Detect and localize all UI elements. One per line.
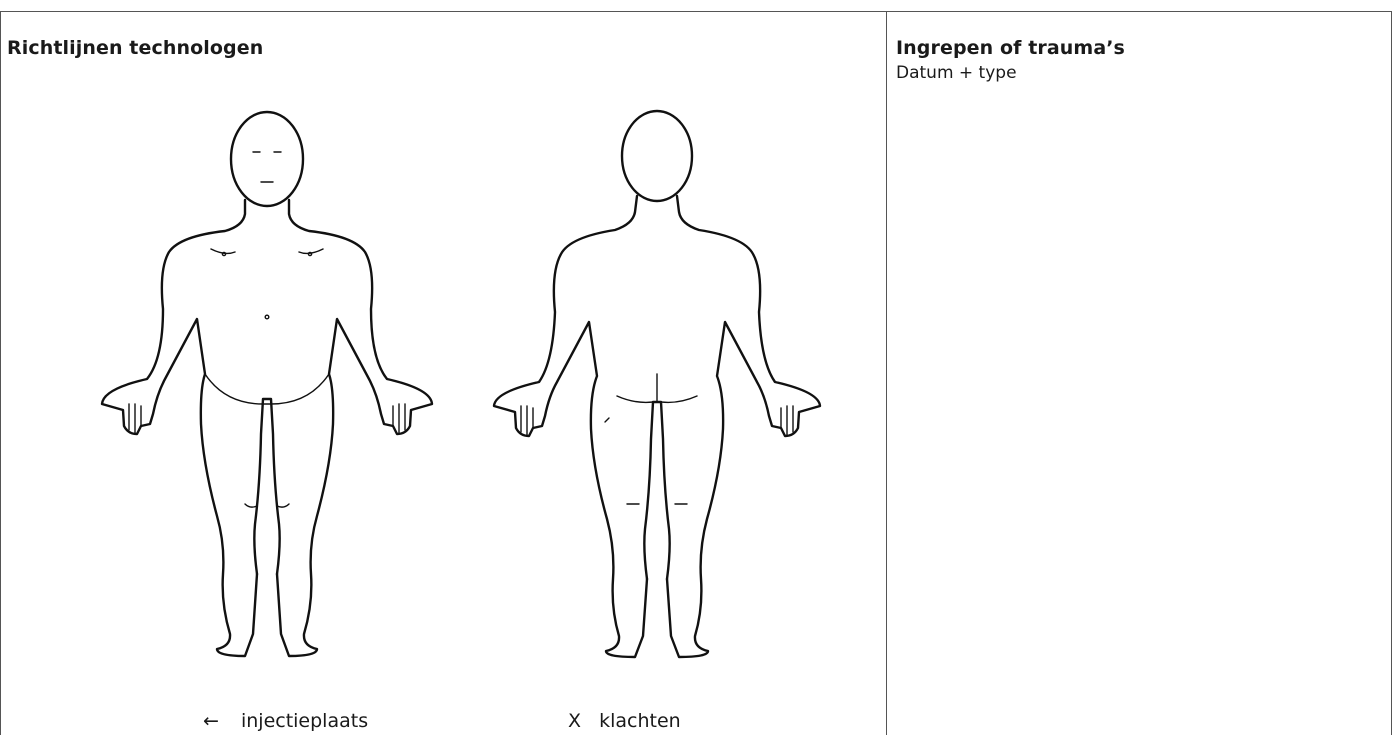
cross-mark-icon: X <box>568 710 581 732</box>
guidelines-cell: Richtlijnen technologen ← injecti <box>0 11 886 735</box>
complaints-label: klachten <box>599 710 681 732</box>
injection-site-label: injectieplaats <box>241 710 368 732</box>
body-back-diagram[interactable] <box>485 104 830 664</box>
interventions-title: Ingrepen of trauma’s <box>896 37 1125 59</box>
body-front-diagram[interactable] <box>95 104 440 664</box>
guidelines-title: Richtlijnen technologen <box>7 37 263 59</box>
injection-site-legend: ← injectieplaats <box>203 710 368 732</box>
arrow-left-icon: ← <box>203 710 219 732</box>
interventions-cell: Ingrepen of trauma’s Datum + type <box>887 11 1392 735</box>
complaints-legend: X klachten <box>568 710 681 732</box>
interventions-subtitle: Datum + type <box>896 63 1017 83</box>
